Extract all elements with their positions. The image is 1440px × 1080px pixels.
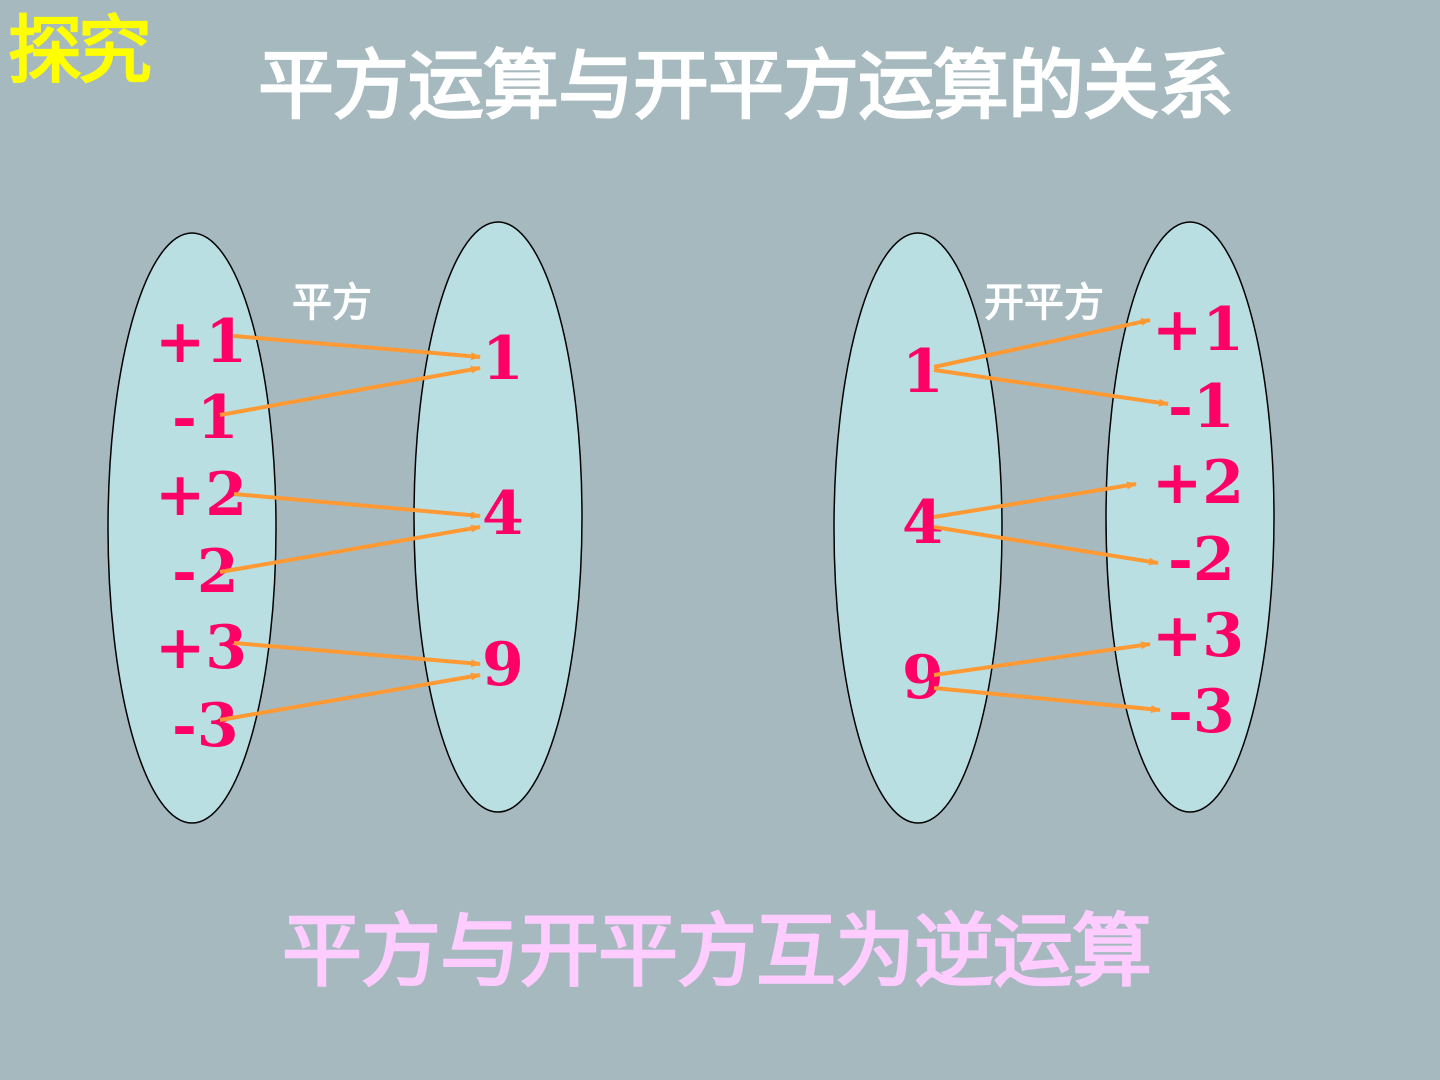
sqrt-domain-oval xyxy=(833,232,1003,824)
square-arrow xyxy=(219,672,481,722)
square-codomain-item: 1 xyxy=(482,324,524,394)
square-arrow xyxy=(219,524,481,574)
page-title: 平方运算与开平方运算的关系 xyxy=(258,41,1234,130)
sqrt-domain-item: 4 xyxy=(902,488,944,558)
sqrt-codomain-item: -3 xyxy=(1168,677,1235,747)
square-arrow xyxy=(233,492,481,520)
square-domain-oval xyxy=(107,232,277,824)
square-arrow xyxy=(219,365,481,417)
square-arrow xyxy=(233,641,481,668)
square-arrow xyxy=(233,334,481,361)
sqrt-arrow xyxy=(933,525,1159,566)
sqrt-arrow xyxy=(933,641,1151,677)
conclusion-text: 平方与开平方互为逆运算 xyxy=(282,905,1152,998)
sqrt-codomain-item: +1 xyxy=(1152,295,1244,365)
sqrt-codomain-item: -1 xyxy=(1168,372,1235,442)
sqrt-codomain-item: -2 xyxy=(1168,525,1235,595)
sqrt-codomain-item: +2 xyxy=(1152,448,1244,518)
sqrt-domain-item: 9 xyxy=(902,643,944,713)
square-domain-item: +1 xyxy=(155,307,247,377)
square-codomain-oval xyxy=(413,221,583,813)
square-codomain-item: 9 xyxy=(482,630,524,700)
square-domain-item: -1 xyxy=(172,383,239,453)
square-domain-item: -3 xyxy=(172,691,239,761)
sqrt-op-label: 开平方 xyxy=(984,280,1104,326)
square-domain-item: +3 xyxy=(155,613,247,683)
explore-tag: 探究 xyxy=(8,8,152,94)
square-op-label: 平方 xyxy=(292,280,372,326)
square-codomain-item: 4 xyxy=(482,479,524,549)
sqrt-arrow xyxy=(933,318,1151,369)
sqrt-codomain-oval xyxy=(1105,221,1275,813)
sqrt-arrow xyxy=(933,481,1137,519)
square-domain-item: +2 xyxy=(155,460,247,530)
sqrt-arrow xyxy=(933,368,1169,407)
sqrt-arrow xyxy=(933,686,1161,714)
sqrt-codomain-item: +3 xyxy=(1152,601,1244,671)
